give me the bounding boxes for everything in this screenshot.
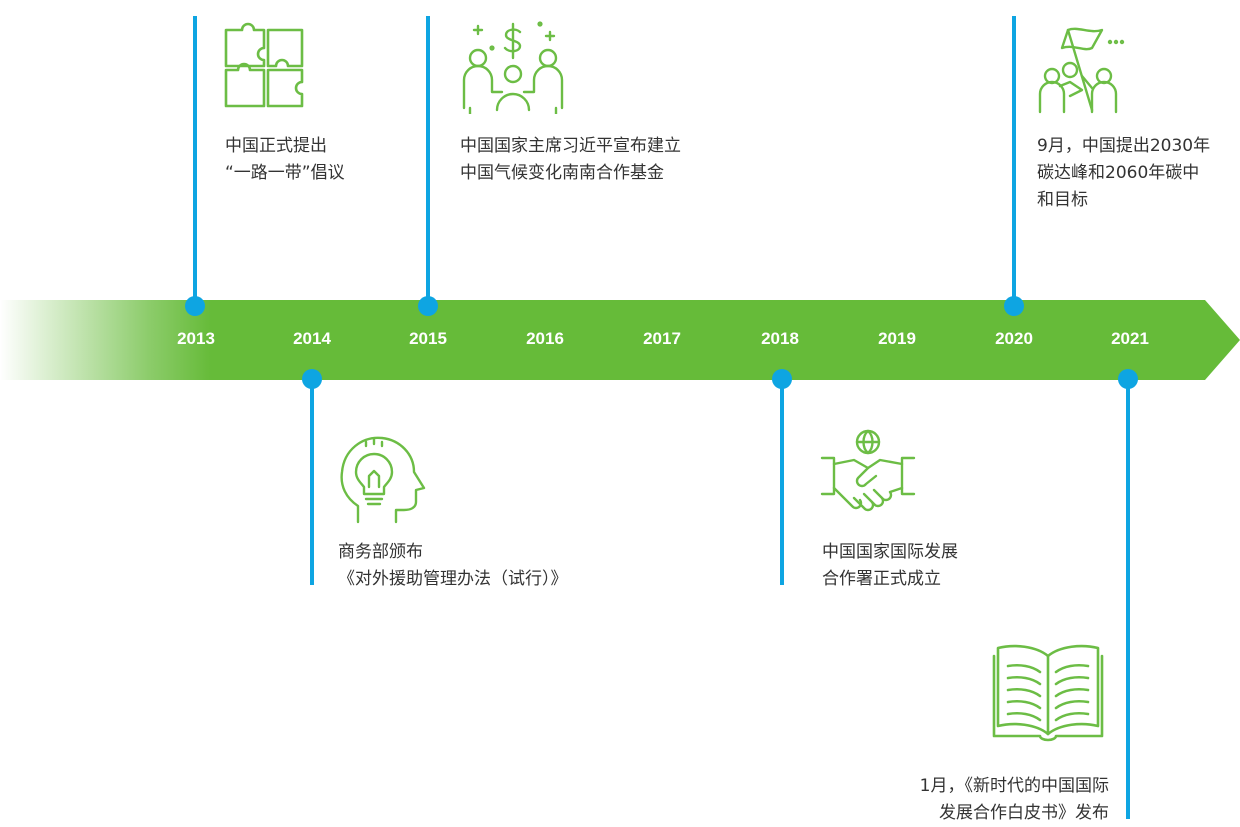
year-label-2015: 2015 bbox=[409, 329, 447, 348]
marker-line-2018 bbox=[780, 379, 784, 585]
year-label-2017: 2017 bbox=[643, 329, 681, 348]
event-text-2015: 中国国家主席习近平宣布建立 中国气候变化南南合作基金 bbox=[460, 136, 681, 183]
marker-dot-2020 bbox=[1004, 296, 1024, 316]
year-label-2020: 2020 bbox=[995, 329, 1033, 348]
open-book-icon bbox=[990, 642, 1106, 748]
event-text-2013: 中国正式提出 “一路一带”倡议 bbox=[225, 136, 345, 183]
marker-dot-2013 bbox=[185, 296, 205, 316]
event-text-2020: 9月，中国提出2030年 碳达峰和2060年碳中 和目标 bbox=[1037, 136, 1211, 210]
puzzle-icon bbox=[222, 22, 308, 108]
event-text-2021: 1月，《新时代的中国国际 发展合作白皮书》发布 bbox=[919, 776, 1109, 823]
year-label-2018: 2018 bbox=[761, 329, 799, 348]
year-label-2019: 2019 bbox=[878, 329, 916, 348]
marker-line-2014 bbox=[310, 379, 314, 585]
marker-dot-2015 bbox=[418, 296, 438, 316]
year-label-2014: 2014 bbox=[293, 329, 331, 348]
year-label-2013: 2013 bbox=[177, 329, 215, 348]
marker-line-2015 bbox=[426, 16, 430, 306]
meeting-dollar-icon bbox=[458, 18, 568, 114]
year-label-2021: 2021 bbox=[1111, 329, 1149, 348]
event-text-2014: 商务部颁布 《对外援助管理办法（试行）》 bbox=[338, 542, 568, 589]
year-label-2016: 2016 bbox=[526, 329, 564, 348]
handshake-globe-icon bbox=[818, 428, 918, 522]
marker-line-2013 bbox=[193, 16, 197, 306]
people-flag-icon bbox=[1034, 22, 1130, 118]
marker-line-2020 bbox=[1012, 16, 1016, 306]
marker-line-2021 bbox=[1126, 379, 1130, 819]
event-text-2018: 中国国家国际发展 合作署正式成立 bbox=[822, 542, 958, 589]
head-lightbulb-icon bbox=[336, 432, 428, 526]
